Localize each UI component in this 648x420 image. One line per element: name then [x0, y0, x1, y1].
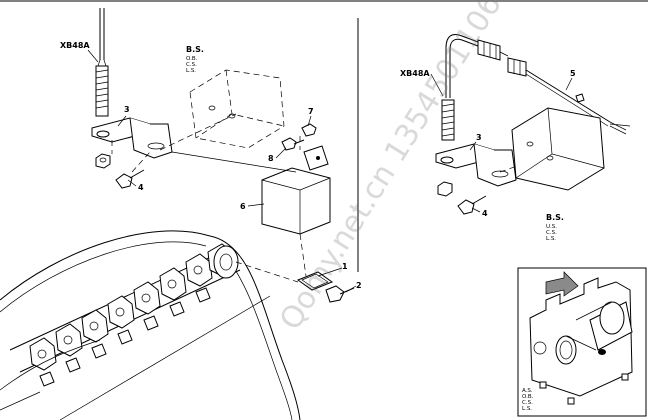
callout-5: 5	[570, 69, 576, 78]
right-harness-assembly	[435, 34, 631, 215]
variant-heading-left: B.S.	[186, 45, 204, 54]
connector-label-left: XB48A	[60, 41, 90, 50]
variant-list-left: B.S. O.B. C.S. L.S.	[186, 45, 204, 74]
callout-3-left: 3	[124, 105, 130, 114]
callout-4-left: 4	[138, 183, 144, 192]
variant-line-inset: C.S.	[522, 400, 533, 406]
variant-line-right: C.S.	[546, 230, 557, 236]
variant-line-left: L.S.	[186, 68, 196, 74]
control-module	[171, 151, 331, 235]
variant-line-inset: O.B.	[522, 394, 534, 400]
variant-heading-right: B.S.	[546, 213, 564, 222]
variant-line-inset: L.S.	[522, 406, 532, 412]
leader-lines	[87, 49, 573, 293]
variant-line-right: L.S.	[546, 236, 556, 242]
callout-2: 2	[356, 281, 362, 290]
bracket-plate-and-bolt	[296, 233, 355, 303]
callout-1: 1	[342, 262, 348, 271]
variant-line-left: C.S.	[186, 62, 197, 68]
callout-7: 7	[308, 107, 314, 116]
callout-4-right: 4	[482, 209, 488, 218]
right-sensor-housing	[511, 107, 605, 191]
callout-6: 6	[240, 202, 246, 211]
left-sensor-housing	[189, 69, 285, 149]
variant-list-right: B.S. U.S. C.S. L.S.	[546, 213, 564, 242]
connector-label-right: XB48A	[400, 69, 430, 78]
variant-line-right: U.S.	[546, 224, 557, 230]
left-sensor-assembly	[91, 8, 237, 189]
variant-list-inset: A.S. O.B. C.S. L.S.	[522, 388, 534, 412]
callout-8: 8	[268, 154, 274, 163]
detail-inset	[517, 267, 647, 417]
clip-and-screw	[281, 123, 329, 171]
variant-line-left: O.B.	[186, 56, 198, 62]
variant-line-inset: A.S.	[522, 388, 533, 394]
rocker-shaft-assembly	[0, 230, 301, 420]
callout-3-right: 3	[476, 133, 482, 142]
